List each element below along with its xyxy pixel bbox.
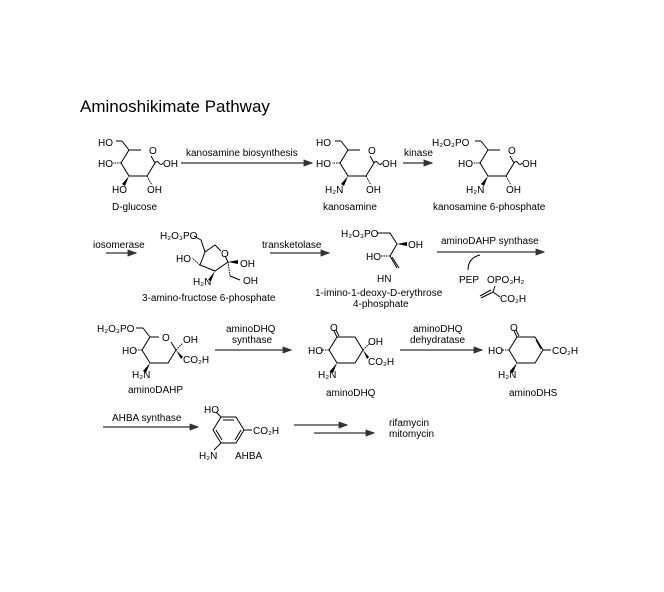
co2h: CO₂H bbox=[552, 346, 578, 357]
nh2: H₂N bbox=[132, 370, 150, 381]
enzyme-label: synthase bbox=[232, 335, 272, 346]
c1-oh: OH bbox=[522, 159, 537, 170]
glucose-c1-oh: OH bbox=[163, 159, 178, 170]
kanosamine-c2-oh: OH bbox=[366, 185, 381, 196]
compound-1-imino-1-deoxy-d-erythrose-4-phosphate: H₂O₃PO OH HO HN 1-imino-1-deoxy-D-erythr… bbox=[315, 229, 443, 310]
compound-label: 3-amino-fructose 6-phosphate bbox=[142, 293, 276, 304]
phosphate-group: H₂O₃PO bbox=[432, 138, 470, 149]
kanosamine-ch2oh: HO bbox=[316, 138, 331, 149]
compound-ahba: HO CO₂H H₂N AHBA bbox=[199, 405, 279, 462]
c4-oh: HO bbox=[176, 254, 191, 265]
compound-label: kanosamine bbox=[323, 202, 377, 213]
kanosamine-nh2: H₂N bbox=[325, 185, 343, 196]
enzyme-label: dehydratase bbox=[410, 335, 465, 346]
ch2oh: OH bbox=[243, 276, 258, 287]
kanosamine-ring-o: O bbox=[368, 146, 376, 157]
cosubstrate-curve bbox=[467, 254, 481, 271]
nh2: H₂N bbox=[466, 185, 484, 196]
ring-o: O bbox=[162, 333, 170, 344]
compound-aminodahp: H₂O₃PO O OH HO CO₂H H₂N aminoDAHP bbox=[97, 324, 209, 396]
glucose-c2-oh: OH bbox=[147, 185, 162, 196]
nh2: H₂N bbox=[498, 370, 516, 381]
nh2: H₂N bbox=[199, 451, 217, 462]
co2h: CO₂H bbox=[253, 426, 279, 437]
oh: OH bbox=[408, 240, 423, 251]
ketone-o: O bbox=[330, 323, 338, 334]
compound-aminodhq: O HO OH CO₂H H₂N aminoDHQ bbox=[308, 323, 394, 399]
oh: OH bbox=[368, 337, 383, 348]
glucose-ring-o: O bbox=[149, 146, 157, 157]
phosphate-group: H₂O₃PO bbox=[341, 229, 379, 240]
enzyme-label: aminoDHQ bbox=[413, 324, 463, 335]
ketone-o: O bbox=[510, 323, 518, 334]
enzyme-label: iosomerase bbox=[93, 240, 145, 251]
ho: HO bbox=[488, 346, 503, 357]
oh: HO bbox=[366, 252, 381, 263]
enzyme-label: AHBA synthase bbox=[112, 413, 182, 424]
phosphate-group: OPO₃H₂ bbox=[487, 275, 525, 286]
compound-d-glucose: HO O HO OH HO OH D-glucose bbox=[98, 138, 178, 213]
ho: HO bbox=[204, 405, 219, 416]
compound-label: aminoDAHP bbox=[128, 385, 183, 396]
c4-oh: HO bbox=[458, 159, 473, 170]
enzyme-label: aminoDAHP synthase bbox=[441, 236, 539, 247]
compound-kanosamine-6-phosphate: H₂O₃PO O HO OH H₂N OH kanosamine 6-phosp… bbox=[432, 138, 546, 213]
enzyme-label: aminoDHQ bbox=[226, 324, 276, 335]
compound-label: D-glucose bbox=[112, 202, 157, 213]
enzyme-label: transketolase bbox=[262, 240, 322, 251]
glucose-c3-oh: HO bbox=[112, 185, 127, 196]
enzyme-label: kinase bbox=[404, 148, 433, 159]
co2h: CO₂H bbox=[183, 355, 209, 366]
compound-label: 1-imino-1-deoxy-D-erythrose bbox=[315, 288, 443, 299]
enzyme-label: kanosamine biosynthesis bbox=[186, 148, 298, 159]
glucose-c4-oh: HO bbox=[98, 159, 113, 170]
c2-oh: OH bbox=[506, 185, 521, 196]
compound-aminodhs: O HO CO₂H H₂N aminoDHS bbox=[488, 323, 578, 399]
compound-pep: PEP OPO₃H₂ CO₂H bbox=[459, 275, 526, 305]
pep-label: PEP bbox=[459, 275, 479, 286]
nh2: H₂N bbox=[193, 277, 211, 288]
phosphate-group: H₂O₃PO bbox=[160, 231, 198, 242]
imine: HN bbox=[377, 274, 391, 285]
co2h: CO₂H bbox=[368, 357, 394, 368]
product-rifamycin: rifamycin bbox=[389, 418, 429, 429]
compound-label: AHBA bbox=[235, 451, 263, 462]
compound-label: 4-phosphate bbox=[353, 299, 409, 310]
ho: HO bbox=[308, 346, 323, 357]
c2-oh: OH bbox=[240, 259, 255, 270]
phosphate-group: H₂O₃PO bbox=[97, 324, 135, 335]
co2h: CO₂H bbox=[500, 294, 526, 305]
kanosamine-c4-oh: HO bbox=[316, 159, 331, 170]
compound-label: aminoDHS bbox=[509, 388, 558, 399]
compound-label: kanosamine 6-phosphate bbox=[433, 202, 546, 213]
compound-kanosamine: HO O HO OH H₂N OH kanosamine bbox=[316, 138, 397, 213]
ring-o: O bbox=[221, 249, 229, 260]
glucose-ch2oh: HO bbox=[98, 138, 113, 149]
compound-3-amino-fructose-6-phosphate: H₂O₃PO O HO OH H₂N OH 3-amino-fructose 6… bbox=[142, 231, 276, 304]
ho: HO bbox=[122, 346, 137, 357]
ring-o: O bbox=[508, 146, 516, 157]
product-mitomycin: mitomycin bbox=[389, 429, 434, 440]
kanosamine-c1-oh: OH bbox=[382, 159, 397, 170]
compound-label: aminoDHQ bbox=[326, 388, 376, 399]
page-title: Aminoshikimate Pathway bbox=[80, 97, 270, 116]
oh: OH bbox=[183, 335, 198, 346]
nh2: H₂N bbox=[318, 370, 336, 381]
